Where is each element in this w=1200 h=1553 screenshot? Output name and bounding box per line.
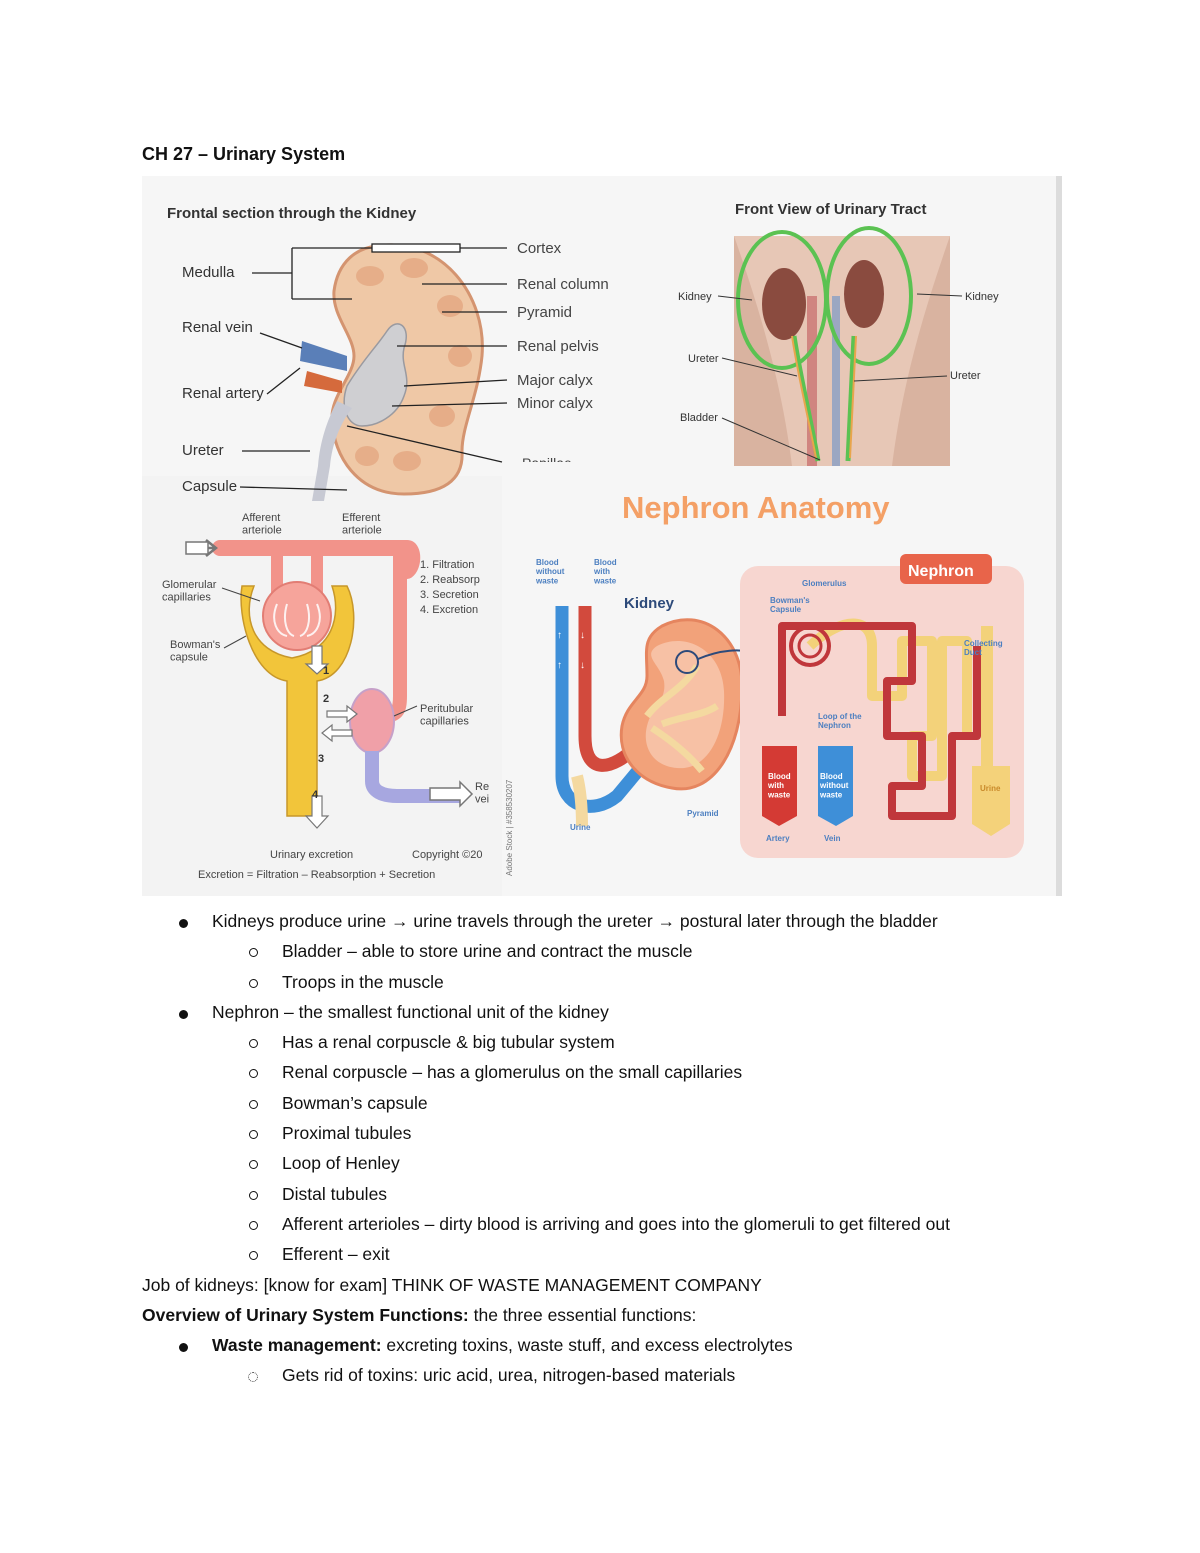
list-item: Proximal tubules bbox=[142, 1118, 1152, 1148]
lecture-notes: Kidneys produce urine → urine travels th… bbox=[142, 906, 1152, 1391]
list-item: Distal tubules bbox=[142, 1179, 1152, 1209]
svg-text:↓: ↓ bbox=[580, 630, 585, 641]
dotted-bullet-icon bbox=[248, 1372, 258, 1383]
label-ureter-right: Ureter bbox=[950, 370, 981, 382]
circle-bullet-icon bbox=[249, 948, 258, 958]
label-glomerulus: Glomerulus bbox=[802, 579, 847, 588]
job-of-kidneys: Job of kidneys: [know for exam] THINK OF… bbox=[142, 1274, 762, 1295]
artery-box bbox=[762, 746, 797, 826]
label-pyramid: Pyramid bbox=[517, 304, 572, 321]
label-artery: Artery bbox=[766, 834, 790, 843]
label-renal-pelvis: Renal pelvis bbox=[517, 338, 599, 355]
label-kidney-left: Kidney bbox=[678, 291, 712, 303]
list-item: Troops in the muscle bbox=[142, 967, 1152, 997]
label-minor-calyx: Minor calyx bbox=[517, 395, 593, 412]
label-capsule: Capsule bbox=[182, 478, 237, 495]
nephron-badge-label: Nephron bbox=[908, 563, 974, 580]
list-item: Loop of Henley bbox=[142, 1148, 1152, 1178]
label-urinary-excretion: Urinary excretion bbox=[270, 849, 353, 861]
step-filtration: 1. Filtration bbox=[420, 559, 474, 571]
list-item: Renal corpuscle – has a glomerulus on th… bbox=[142, 1057, 1152, 1087]
nephron-badge bbox=[900, 554, 992, 584]
label-ureter-left: Ureter bbox=[688, 353, 719, 365]
step-secretion: 3. Secretion bbox=[420, 589, 479, 601]
step-excretion: 4. Excretion bbox=[420, 604, 478, 616]
step-reabsorption: 2. Reabsorp bbox=[420, 574, 480, 586]
circle-bullet-icon bbox=[249, 1190, 258, 1200]
label-renal-vein: Renal vein bbox=[182, 319, 253, 336]
label-kidney-anatomy: Kidney bbox=[624, 595, 675, 612]
step-num-2: 2 bbox=[323, 693, 329, 705]
circle-bullet-icon bbox=[249, 1069, 258, 1079]
nephron-anatomy-title: Nephron Anatomy bbox=[622, 490, 890, 525]
list-item: Has a renal corpuscle & big tubular syst… bbox=[142, 1027, 1152, 1057]
label-renal-artery: Renal artery bbox=[182, 385, 264, 402]
svg-text:↓: ↓ bbox=[580, 660, 585, 671]
circle-bullet-icon bbox=[249, 1220, 258, 1230]
step-num-3: 3 bbox=[318, 753, 324, 765]
label-renal-column: Renal column bbox=[517, 276, 609, 293]
list-item: Afferent arterioles – dirty blood is arr… bbox=[142, 1209, 1152, 1239]
page-title: CH 27 – Urinary System bbox=[142, 144, 346, 164]
stock-watermark: Adobe Stock | #358530207 bbox=[505, 779, 514, 876]
urine-box-label: Urine bbox=[980, 784, 1001, 793]
overview-heading: Overview of Urinary System Functions: th… bbox=[142, 1304, 697, 1325]
list-item: Bladder – able to store urine and contra… bbox=[142, 936, 1152, 966]
kidney-section-diagram: Frontal section through the Kidney bbox=[167, 205, 617, 501]
urinary-tract-diagram: Front View of Urinary Tract Kidney Kidne… bbox=[678, 201, 999, 466]
step-num-4: 4 bbox=[312, 789, 319, 801]
urinary-system-figure: Frontal section through the Kidney bbox=[142, 176, 1062, 896]
list-item: Nephron – the smallest functional unit o… bbox=[142, 997, 1152, 1027]
kidney-section-title: Frontal section through the Kidney bbox=[167, 205, 417, 222]
urine-box bbox=[972, 766, 1010, 836]
circle-bullet-icon bbox=[249, 1099, 258, 1109]
svg-text:↑: ↑ bbox=[557, 630, 562, 641]
circle-bullet-icon bbox=[249, 978, 258, 988]
copyright-text: Copyright ©20 bbox=[412, 849, 482, 861]
bullet-icon bbox=[179, 1343, 188, 1353]
label-medulla: Medulla bbox=[182, 264, 235, 281]
circle-bullet-icon bbox=[249, 1251, 258, 1261]
label-cortex: Cortex bbox=[517, 240, 562, 257]
label-ureter: Ureter bbox=[182, 442, 224, 459]
bullet-icon bbox=[179, 1009, 188, 1019]
list-item: Kidneys produce urine → urine travels th… bbox=[142, 906, 1152, 936]
label-kidney-right: Kidney bbox=[965, 291, 999, 303]
svg-text:↑: ↑ bbox=[557, 660, 562, 671]
label-vein: Vein bbox=[824, 834, 841, 843]
list-item: Waste management: excreting toxins, wast… bbox=[142, 1330, 1152, 1360]
bullet-icon bbox=[179, 919, 188, 928]
label-bladder: Bladder bbox=[680, 412, 718, 424]
vein-box bbox=[818, 746, 853, 826]
step-num-1: 1 bbox=[323, 665, 329, 677]
label-major-calyx: Major calyx bbox=[517, 372, 593, 389]
circle-bullet-icon bbox=[249, 1160, 258, 1170]
circle-bullet-icon bbox=[249, 1039, 258, 1049]
urinary-tract-title: Front View of Urinary Tract bbox=[735, 201, 926, 218]
list-item: Efferent – exit bbox=[142, 1239, 1152, 1269]
label-pyramid-small: Pyramid bbox=[687, 809, 719, 818]
list-item: Gets rid of toxins: uric acid, urea, nit… bbox=[142, 1360, 1152, 1390]
excretion-formula: Excretion = Filtration – Reabsorption + … bbox=[198, 869, 435, 881]
list-item: Bowman’s capsule bbox=[142, 1088, 1152, 1118]
label-urine: Urine bbox=[570, 823, 591, 832]
circle-bullet-icon bbox=[249, 1130, 258, 1140]
